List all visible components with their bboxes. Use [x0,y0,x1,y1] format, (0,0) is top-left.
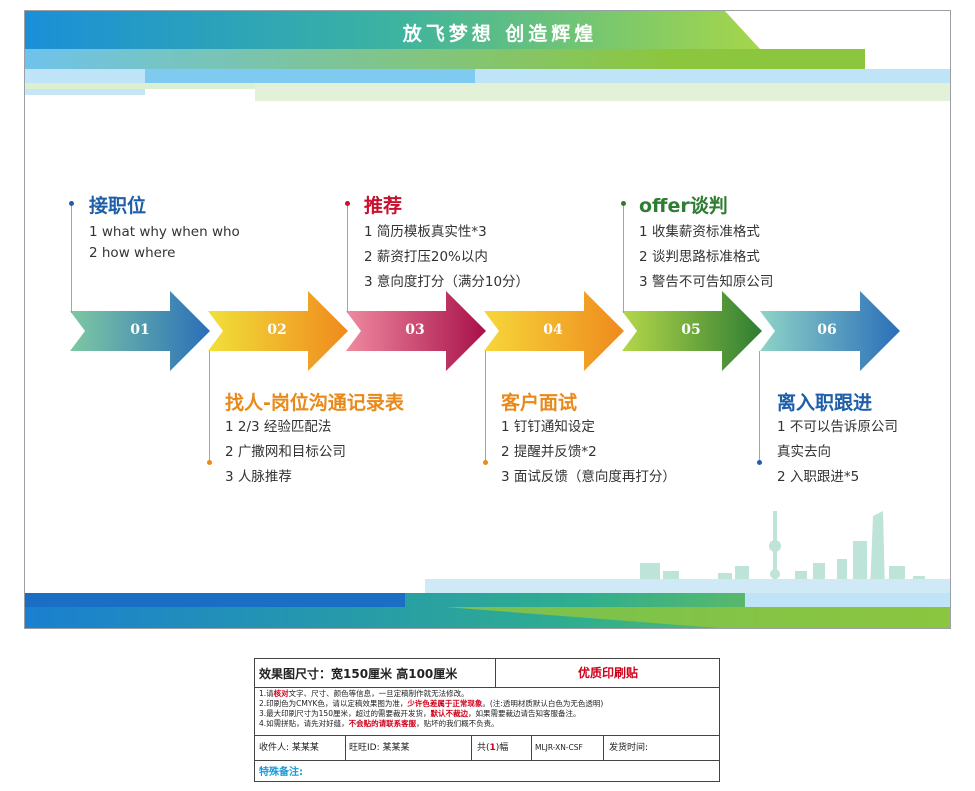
arrow-03 [346,291,486,371]
connector-03 [347,203,348,313]
step-04-title: 客户面试 [501,392,578,414]
step-02-title: 找人-岗位沟通记录表 [225,392,404,414]
step-01-line-2: 2 how where [89,245,176,261]
step-02-line-1: 1 2/3 经验匹配法 [225,419,332,435]
step-06-title: 离入职跟进 [777,392,873,414]
step-02-line-2: 2 广撒网和目标公司 [225,444,346,460]
count: 共(1)幅 [477,743,509,753]
connector-04 [485,351,486,461]
arrow-06-number: 06 [817,322,837,338]
arrow-04-number: 04 [543,322,563,338]
step-06-line-2: 真实去向 [777,444,831,460]
arrow-02-number: 02 [267,322,287,338]
connector-05 [623,203,624,313]
step-04-line-2: 2 提醒并反馈*2 [501,444,597,460]
arrow-05 [622,291,762,371]
connector-dot-01 [69,201,74,206]
connector-06 [759,351,760,461]
arrow-01 [70,291,210,371]
step-05-title: offer谈判 [639,195,728,217]
step-01-title: 接职位 [89,195,147,217]
step-03-title: 推荐 [364,195,403,217]
step-05-line-2: 2 谈判思路标准格式 [639,249,760,265]
print-label: 效果图尺寸：宽150厘米 高100厘米 优质印刷贴 1.请核对文字、尺寸、颜色等… [254,658,720,782]
ship-time: 发货时间: [609,743,649,753]
product-code: MLJR-XN-CSF [535,743,583,752]
step-03-line-2: 2 薪资打压20%以内 [364,249,488,265]
note-2: 2.印刷色为CMYK色，请以定稿效果图为准，少许色差属于正常现象。(注:透明材质… [259,699,604,708]
step-04-line-1: 1 钉钉通知设定 [501,419,595,435]
slogan: 放飞梦想 创造辉煌 [402,23,598,45]
connector-dot-05 [621,201,626,206]
arrow-06 [760,291,900,371]
label-header-row: 效果图尺寸：宽150厘米 高100厘米 优质印刷贴 [255,659,719,688]
connector-dot-02 [207,460,212,465]
note-3: 3.最大印刷尺寸为150厘米，超过的需要裁开发货，默认不裁边，如果需要裁边请告知… [259,709,581,718]
connector-01 [71,203,72,313]
special-remarks: 特殊备注: [259,767,303,778]
step-02-line-3: 3 人脉推荐 [225,469,292,485]
wangwang-id: 旺旺ID: 某某某 [349,743,410,753]
step-04-line-3: 3 面试反馈（意向度再打分） [501,469,676,485]
label-info-row: 收件人: 某某某 旺旺ID: 某某某 共(1)幅 MLJR-XN-CSF 发货时… [255,735,719,761]
arrow-05-number: 05 [681,322,701,338]
receiver: 收件人: 某某某 [259,743,319,753]
arrow-01-number: 01 [130,322,150,338]
connector-dot-03 [345,201,350,206]
connector-dot-04 [483,460,488,465]
poster-background [25,11,950,628]
arrow-02 [208,291,348,371]
note-4: 4.如需拼贴，请先对好缝，不会贴的请联系客服，贴坏的我们概不负责。 [259,719,499,728]
note-1: 1.请核对文字、尺寸、颜色等信息，一旦定稿制作就无法修改。 [259,689,469,698]
arrow-04 [484,291,624,371]
step-06-line-1: 1 不可以告诉原公司 [777,419,898,435]
label-size: 效果图尺寸：宽150厘米 高100厘米 [259,667,458,681]
step-05-line-3: 3 警告不可告知原公司 [639,274,774,290]
connector-02 [209,351,210,461]
connector-dot-06 [757,460,762,465]
step-03-line-1: 1 简历模板真实性*3 [364,224,487,240]
step-05-line-1: 1 收集薪资标准格式 [639,224,760,240]
step-06-line-3: 2 入职跟进*5 [777,469,860,485]
label-quality: 优质印刷贴 [495,659,720,687]
arrow-03-number: 03 [405,322,425,338]
poster: 放飞梦想 创造辉煌 01 02 03 04 05 06 接职位 1 what w… [24,10,951,629]
step-03-line-3: 3 意向度打分（满分10分） [364,274,530,290]
label-notes: 1.请核对文字、尺寸、颜色等信息，一旦定稿制作就无法修改。 2.印刷色为CMYK… [259,689,715,729]
step-01-line-1: 1 what why when who [89,224,240,240]
